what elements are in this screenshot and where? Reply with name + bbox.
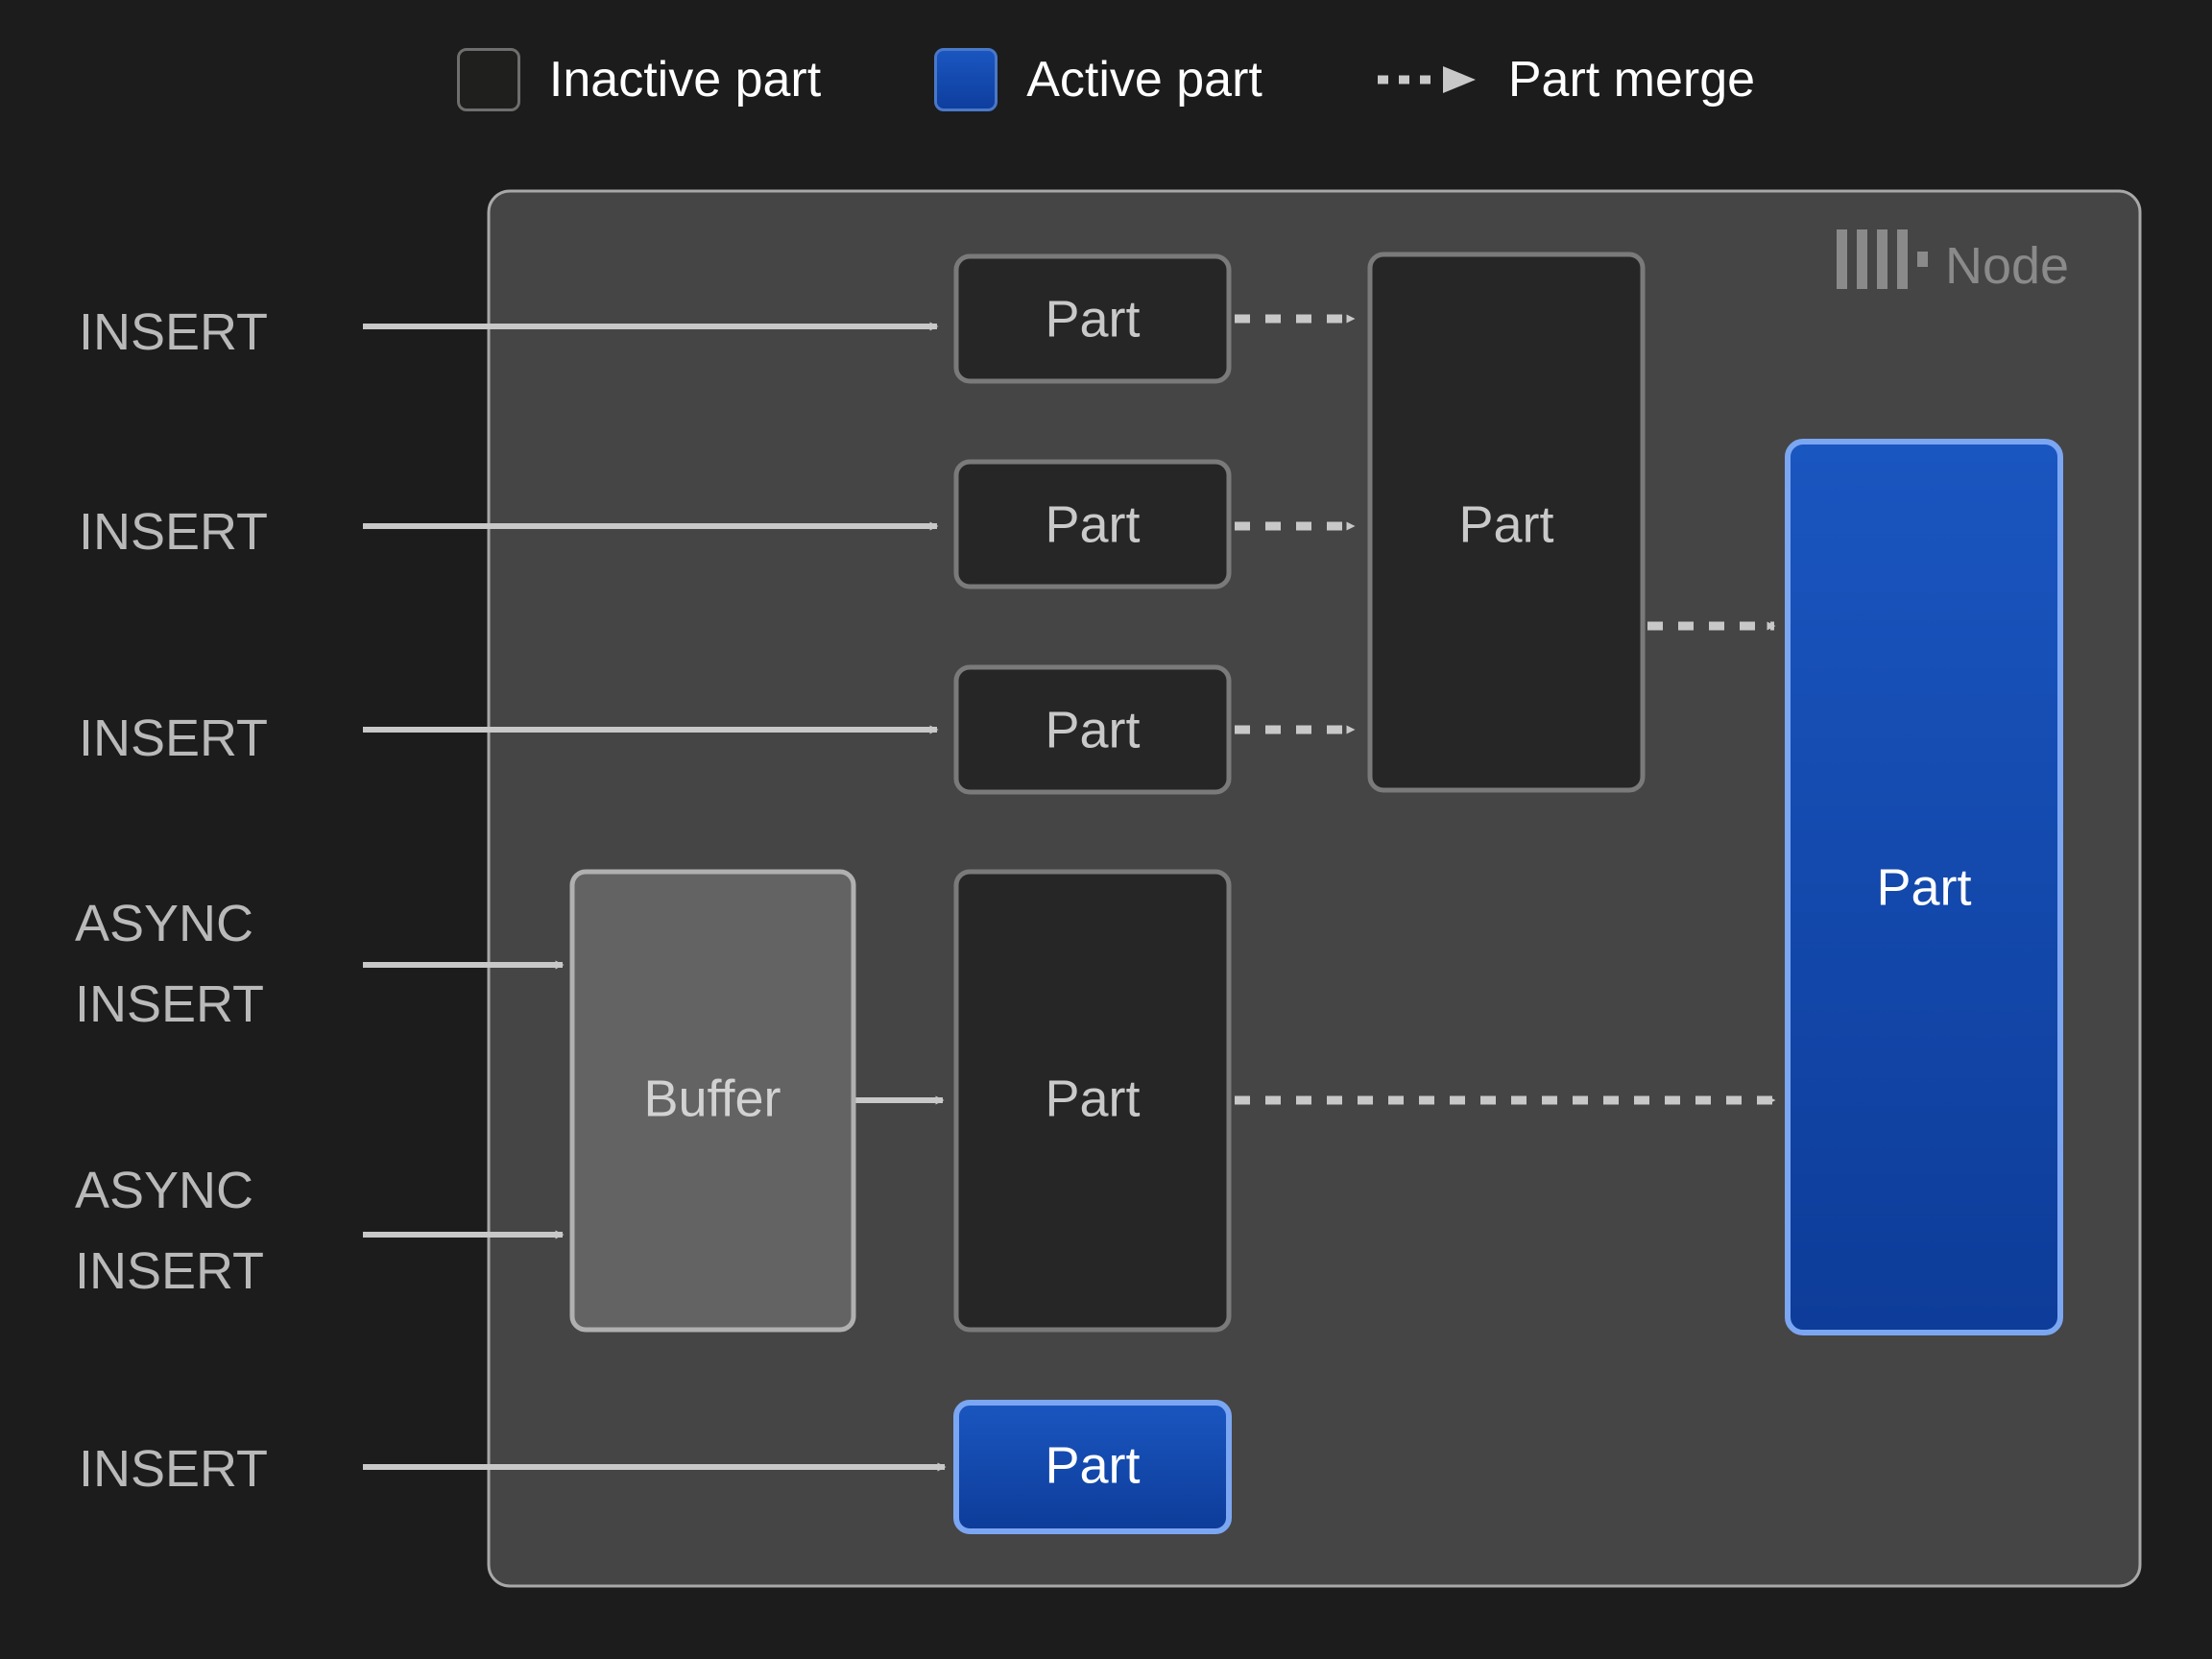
source-label-async-insert-2-line2: INSERT xyxy=(75,1242,264,1300)
part-small-1-label: Part xyxy=(1045,290,1140,348)
part-async: Part xyxy=(953,869,1232,1333)
source-label-insert-2: INSERT xyxy=(79,503,268,561)
source-label-insert-3: INSERT xyxy=(79,709,268,767)
source-label-insert-1: INSERT xyxy=(79,303,268,361)
source-label-insert-4: INSERT xyxy=(79,1440,268,1498)
legend-item-inactive-part: Inactive part xyxy=(456,48,822,111)
part-active-small-label: Part xyxy=(1045,1436,1140,1494)
part-small-2: Part xyxy=(953,459,1232,589)
part-active-small: Part xyxy=(953,1400,1232,1534)
part-small-1: Part xyxy=(953,253,1232,384)
part-small-3-label: Part xyxy=(1045,701,1140,758)
node-title: Node xyxy=(1945,237,2069,295)
legend-item-active-part: Active part xyxy=(934,48,1262,111)
inactive-part-swatch-icon xyxy=(456,48,520,111)
legend-item-part-merge: Part merge xyxy=(1376,51,1755,108)
part-merged: Part xyxy=(1367,252,1646,793)
legend-label-part-merge: Part merge xyxy=(1507,52,1756,108)
active-part-swatch-icon xyxy=(934,48,998,111)
insert-arrows xyxy=(363,322,947,1472)
source-label-async-insert-2-line1: ASYNC xyxy=(75,1162,253,1219)
source-label-async-insert-1-line1: ASYNC xyxy=(75,895,253,952)
buffer-label: Buffer xyxy=(643,1070,781,1127)
part-merge-arrow-icon xyxy=(1377,66,1476,93)
source-label-async-insert-1-line2: INSERT xyxy=(75,975,264,1033)
part-small-3: Part xyxy=(953,664,1232,795)
legend-label-inactive-part: Inactive part xyxy=(548,52,822,108)
part-active-big-label: Part xyxy=(1876,858,1971,916)
legend-label-active-part: Active part xyxy=(1026,52,1262,108)
node-container xyxy=(487,189,2142,1588)
part-merged-label: Part xyxy=(1458,495,1553,553)
buffer-box: Buffer xyxy=(569,869,856,1333)
legend: Inactive part Active part Part merge xyxy=(0,48,2212,111)
part-small-2-label: Part xyxy=(1045,495,1140,553)
part-async-label: Part xyxy=(1045,1070,1140,1127)
clickhouse-logo-icon xyxy=(1837,229,1928,289)
part-active-big: Part xyxy=(1785,439,2063,1335)
part-merge-arrows xyxy=(1235,314,1776,1105)
